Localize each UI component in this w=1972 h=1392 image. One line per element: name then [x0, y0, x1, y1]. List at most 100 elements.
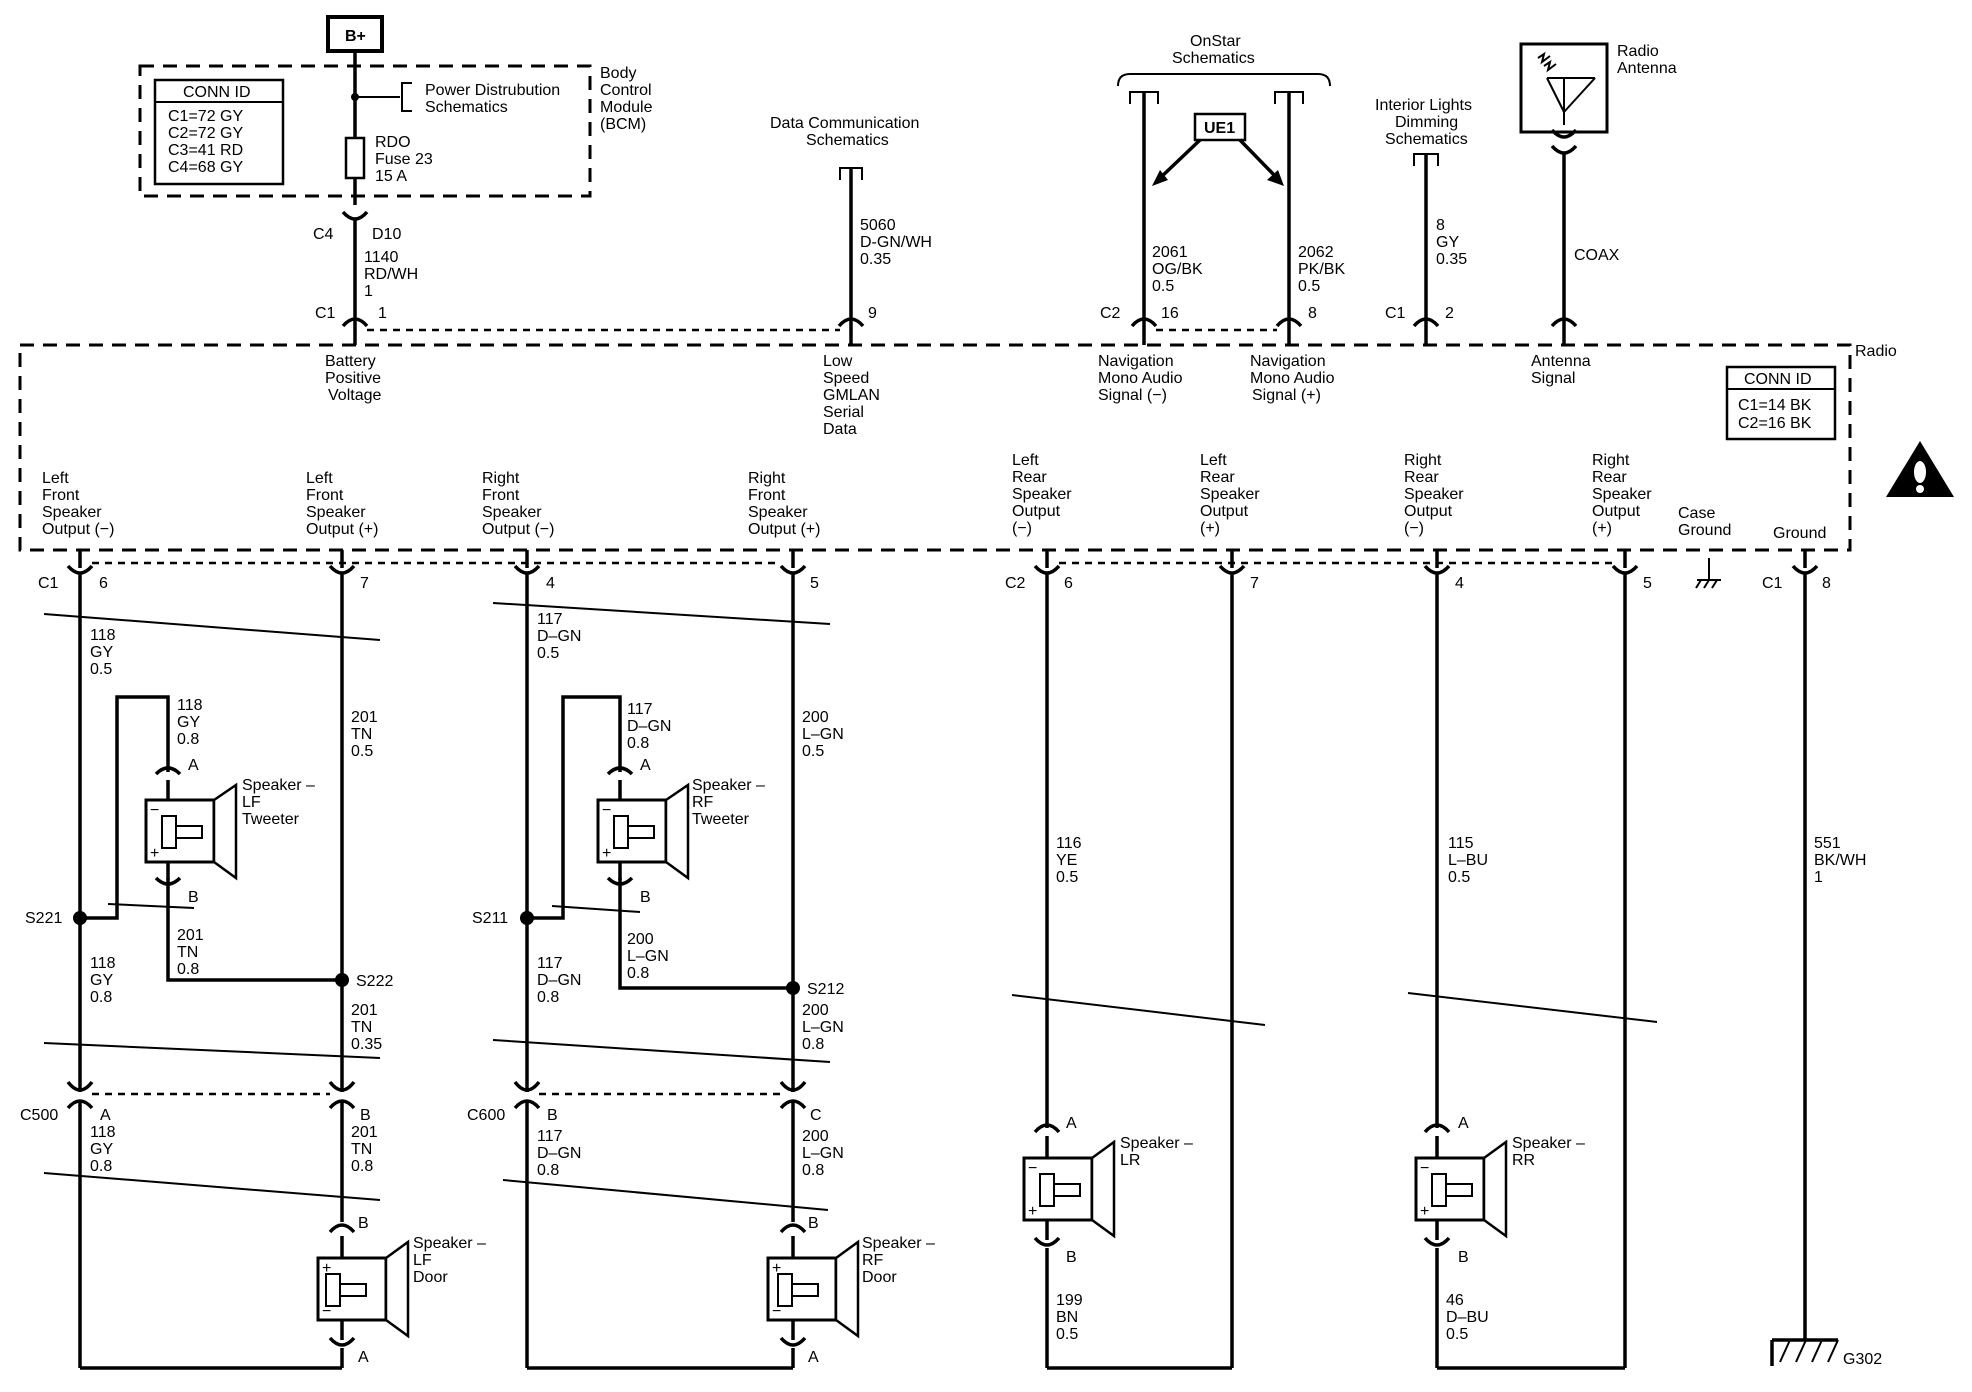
- w200a-color: L–GN: [802, 726, 844, 743]
- pin-label-gmlan-4: Serial: [823, 404, 864, 421]
- rf-tweeter-pin-b: B: [640, 889, 651, 906]
- rr-speaker: − +: [1414, 1123, 1508, 1368]
- w118c-color: GY: [90, 972, 113, 989]
- rf-door-line-2: RF: [862, 1252, 884, 1269]
- pin-16-label: 16: [1161, 305, 1179, 322]
- w200b-size: 0.8: [627, 965, 649, 982]
- lf-tweeter-pin-b: B: [188, 889, 199, 906]
- case-ground-icon: [1695, 558, 1721, 589]
- s221-label: S221: [25, 910, 62, 927]
- w118d-size: 0.8: [90, 1158, 112, 1175]
- svg-text:−: −: [1420, 1160, 1429, 1177]
- wire-8-size: 0.35: [1436, 251, 1467, 268]
- bcm-box: [138, 64, 592, 198]
- w201a-num: 201: [351, 709, 378, 726]
- wire-5060-num: 5060: [860, 217, 896, 234]
- lf-door-line-1: Speaker –: [413, 1235, 486, 1252]
- w117d-size: 0.8: [537, 1162, 559, 1179]
- c600-label: C600: [467, 1107, 505, 1124]
- out-lr-minus-1: Left: [1012, 452, 1039, 469]
- bcm-conn-id-title: CONN ID: [183, 84, 251, 101]
- lf-tweeter-speaker: − +: [144, 766, 238, 886]
- w117b-num: 117: [627, 701, 653, 718]
- data-comm-line-2: Schematics: [806, 132, 889, 149]
- wire-8-color: GY: [1436, 234, 1459, 251]
- radio-conn-line-1: C1=14 BK: [1738, 397, 1812, 414]
- radio-antenna-line-2: Antenna: [1617, 60, 1677, 77]
- out-rr-plus-4: Output: [1592, 503, 1641, 520]
- out-lr-plus-1: Left: [1200, 452, 1227, 469]
- rear-pin-5-label: 5: [1643, 575, 1652, 592]
- lf-tweeter-pin-a: A: [188, 757, 199, 774]
- fuse-symbol: [344, 136, 366, 180]
- bcm-conn-id-box: [153, 78, 285, 186]
- lr-pin-a: A: [1066, 1115, 1077, 1132]
- wire-2061-num: 2061: [1152, 244, 1188, 261]
- g302-label: G302: [1843, 1351, 1882, 1368]
- svg-text:+: +: [150, 845, 159, 862]
- w200c-color: L–GN: [802, 1019, 844, 1036]
- c1-label-interior: C1: [1385, 305, 1406, 322]
- w201b-color: TN: [177, 944, 198, 961]
- out-rf-plus-2: Front: [748, 487, 786, 504]
- svg-text:−: −: [1028, 1160, 1037, 1177]
- out-lf-minus-3: Speaker: [42, 504, 102, 521]
- pin-label-battery-1: Battery: [325, 353, 376, 370]
- w201c-size: 0.35: [351, 1036, 382, 1053]
- out-rf-plus-3: Speaker: [748, 504, 808, 521]
- w200a-num: 200: [802, 709, 829, 726]
- splice-s222: [335, 973, 349, 987]
- c500-label: C500: [20, 1107, 58, 1124]
- ground-pin-8-label: 8: [1822, 575, 1831, 592]
- svg-text:+: +: [322, 1260, 331, 1277]
- w551-size: 1: [1814, 869, 1823, 886]
- out-lr-minus-4: Output: [1012, 503, 1061, 520]
- w117c-size: 0.8: [537, 989, 559, 1006]
- bcm-conn-line-4: C4=68 GY: [168, 159, 243, 176]
- w46-color: D–BU: [1446, 1309, 1489, 1326]
- wire-1140-num: 1140: [364, 249, 399, 266]
- svg-text:+: +: [1420, 1203, 1429, 1220]
- wire-2062-color: PK/BK: [1298, 261, 1345, 278]
- out-lf-plus-1: Left: [306, 470, 333, 487]
- out-lr-minus-5: (−): [1012, 520, 1032, 537]
- bcm-conn-line-3: C3=41 RD: [168, 142, 243, 159]
- splice-s212: [786, 981, 800, 995]
- w116-color: YE: [1056, 852, 1077, 869]
- lr-line-2: LR: [1120, 1152, 1140, 1169]
- rr-pin-b: B: [1458, 1249, 1469, 1266]
- out-rf-minus-3: Speaker: [482, 504, 542, 521]
- rf-door-line-3: Door: [862, 1269, 897, 1286]
- c4-label: C4: [313, 226, 334, 243]
- w116-size: 0.5: [1056, 869, 1078, 886]
- out-lr-minus-3: Speaker: [1012, 486, 1072, 503]
- bcm-line-1: Body: [600, 65, 636, 82]
- case-ground-2: Ground: [1678, 522, 1731, 539]
- pin-5-label: 5: [810, 575, 819, 592]
- lf-door-line-2: LF: [413, 1252, 432, 1269]
- w551-color: BK/WH: [1814, 852, 1866, 869]
- w118d-color: GY: [90, 1141, 113, 1158]
- out-rr-plus-2: Rear: [1592, 469, 1627, 486]
- w201b-num: 201: [177, 927, 204, 944]
- splice-s221: [73, 911, 87, 925]
- lf-door-pin-a: A: [358, 1349, 369, 1366]
- w200b-color: L–GN: [627, 948, 669, 965]
- s222-label: S222: [356, 973, 393, 990]
- pin-label-battery-2: Positive: [325, 370, 381, 387]
- rf-tweeter-line-2: RF: [692, 794, 714, 811]
- wire-8-num: 8: [1436, 217, 1445, 234]
- w118c-size: 0.8: [90, 989, 112, 1006]
- radio-conn-line-2: C2=16 BK: [1738, 415, 1812, 432]
- pin-9-label: 9: [868, 305, 877, 322]
- w201d-num: 201: [351, 1124, 378, 1141]
- svg-text:−: −: [772, 1303, 781, 1320]
- wire-2062-num: 2062: [1298, 244, 1334, 261]
- c600-pin-b: B: [547, 1107, 558, 1124]
- w117a-num: 117: [537, 611, 563, 628]
- fuse-line-2: Fuse 23: [375, 151, 433, 168]
- w200c-num: 200: [802, 1002, 829, 1019]
- c1-ground-label: C1: [1762, 575, 1783, 592]
- splice-s211: [520, 911, 534, 925]
- fuse-line-1: RDO: [375, 134, 411, 151]
